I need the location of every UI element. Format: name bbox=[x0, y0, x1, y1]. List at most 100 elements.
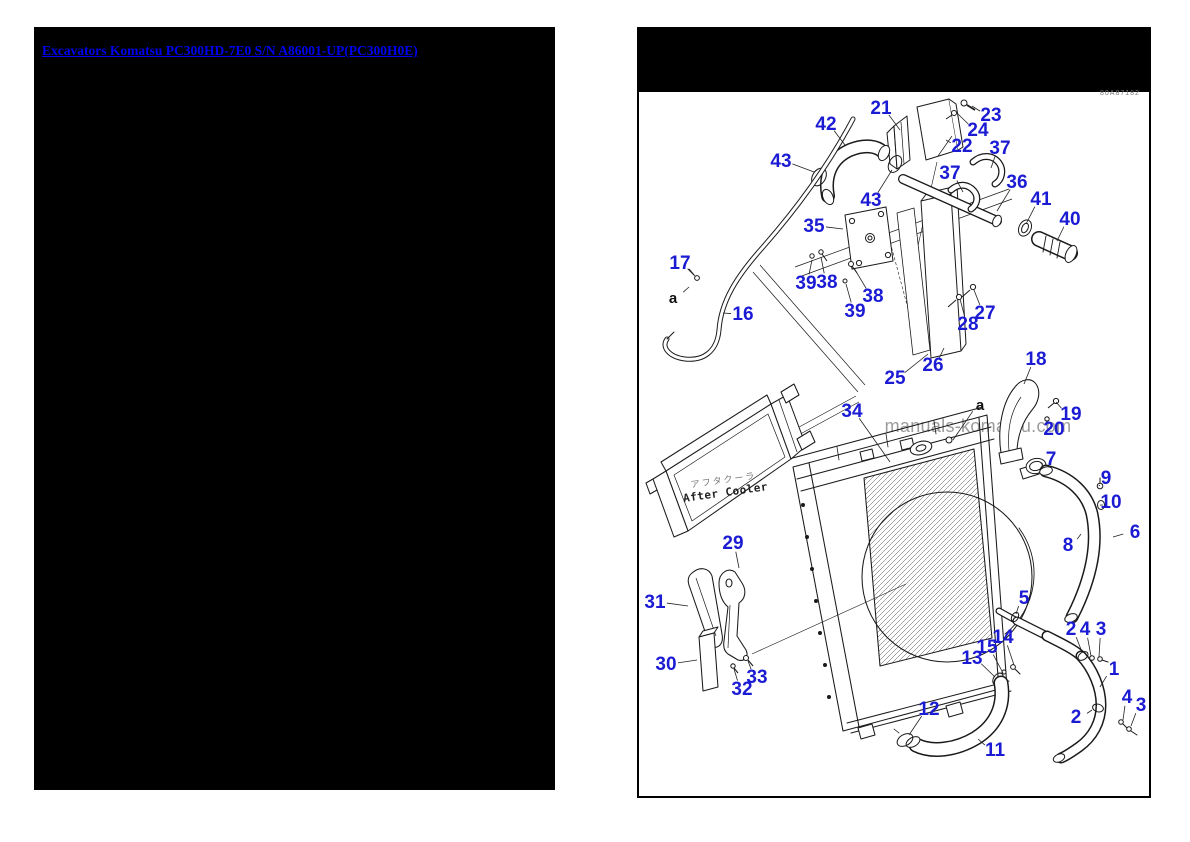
model-link[interactable]: Excavators Komatsu PC300HD-7E0 S/N A8600… bbox=[42, 43, 418, 58]
part-number-callout-leader bbox=[1098, 484, 1101, 487]
part-number-callout-leader bbox=[1056, 226, 1065, 242]
plate-drawing bbox=[809, 206, 894, 284]
part-number-callout-leader bbox=[996, 189, 1011, 212]
part-number-callout[interactable]: 42 bbox=[815, 114, 836, 135]
part-number-callout[interactable]: 22 bbox=[951, 136, 972, 157]
part-number-callout[interactable]: 39 bbox=[795, 273, 816, 294]
point-label: a bbox=[976, 397, 985, 414]
part-number-callout[interactable]: 36 bbox=[1006, 172, 1027, 193]
part-number-callout[interactable]: 5 bbox=[1019, 588, 1030, 609]
part-number-callout[interactable]: 29 bbox=[722, 533, 743, 554]
part-number-callout-leader bbox=[825, 226, 844, 230]
part-number-callout-leader bbox=[888, 114, 901, 131]
part-number-callout[interactable]: 26 bbox=[922, 355, 943, 376]
part-number-callout[interactable]: 31 bbox=[644, 592, 666, 613]
guard-drawing bbox=[998, 379, 1060, 465]
part-number-callout[interactable]: 19 bbox=[1060, 404, 1081, 425]
part-number-callout-leader bbox=[956, 180, 964, 193]
part-number-callout-leader bbox=[1055, 401, 1062, 409]
part-number-callout-leader bbox=[1098, 637, 1101, 658]
part-number-callout[interactable]: 39 bbox=[844, 301, 865, 322]
part-number-callout-leader bbox=[808, 259, 813, 275]
part-number-callout[interactable]: 8 bbox=[1063, 535, 1074, 556]
part-number-callout-leader bbox=[977, 738, 986, 746]
part-number-callout[interactable]: 43 bbox=[770, 151, 791, 172]
part-number-callout[interactable]: 9 bbox=[1101, 468, 1112, 489]
point-label-leader bbox=[952, 410, 974, 441]
part-number-callout[interactable]: 41 bbox=[1030, 189, 1052, 210]
part-number-callout[interactable]: 13 bbox=[961, 648, 982, 669]
part-number-callout-leader bbox=[990, 156, 996, 169]
part-number-callout-leader bbox=[877, 169, 893, 193]
part-number-callout[interactable]: 23 bbox=[980, 105, 1001, 126]
part-number-callout-leader bbox=[945, 139, 951, 144]
part-number-callout[interactable]: 37 bbox=[989, 138, 1010, 159]
part-number-callout[interactable]: 18 bbox=[1025, 349, 1046, 370]
part-number-callout-leader bbox=[853, 267, 867, 289]
part-number-callout[interactable]: 28 bbox=[957, 314, 978, 335]
left-black-panel: Excavators Komatsu PC300HD-7E0 S/N A8600… bbox=[34, 27, 555, 790]
part-number-callout-leader bbox=[1130, 712, 1137, 727]
part-number-callout[interactable]: 43 bbox=[860, 190, 881, 211]
part-number-callout-leader bbox=[980, 663, 996, 678]
part-number-callout[interactable]: 2 bbox=[1071, 707, 1082, 728]
right-hose-drawing bbox=[1025, 457, 1105, 624]
figure-code: 80A87182 bbox=[1100, 90, 1140, 97]
part-number-callout[interactable]: 7 bbox=[1046, 449, 1057, 470]
part-number-callout[interactable]: 20 bbox=[1043, 419, 1064, 440]
part-number-callout-leader bbox=[971, 105, 981, 112]
part-number-callout[interactable]: 17 bbox=[669, 253, 690, 274]
part-number-callout[interactable]: 1 bbox=[1109, 659, 1120, 680]
part-number-callout[interactable]: 15 bbox=[976, 637, 998, 658]
part-number-callout[interactable]: 27 bbox=[974, 303, 995, 324]
part-number-callout[interactable]: 24 bbox=[967, 120, 989, 141]
part-number-callout[interactable]: 3 bbox=[1136, 695, 1147, 716]
part-number-callout[interactable]: 4 bbox=[1122, 687, 1133, 708]
part-number-callout[interactable]: 11 bbox=[985, 740, 1006, 761]
part-number-callout[interactable]: 40 bbox=[1059, 209, 1080, 230]
part-number-callout-leader bbox=[973, 289, 981, 306]
part-number-callout-leader bbox=[858, 417, 891, 463]
tube-drawing bbox=[898, 153, 1078, 263]
part-number-callout[interactable]: 25 bbox=[884, 368, 906, 389]
reserve-tank-drawing bbox=[896, 185, 977, 359]
part-number-callout[interactable]: 30 bbox=[655, 654, 676, 675]
part-number-callout[interactable]: 38 bbox=[862, 286, 883, 307]
part-number-callout-leader bbox=[939, 347, 945, 358]
top-bracket-drawing bbox=[886, 98, 976, 170]
part-number-callout[interactable]: 34 bbox=[841, 401, 863, 422]
part-number-callout[interactable]: 16 bbox=[732, 304, 753, 325]
part-number-callout-leader bbox=[733, 668, 738, 681]
part-number-callout[interactable]: 2 bbox=[1066, 619, 1077, 640]
part-number-callout-leader bbox=[1023, 366, 1032, 385]
part-number-callout[interactable]: 38 bbox=[816, 272, 837, 293]
radiator-drawing bbox=[788, 406, 1040, 740]
part-number-callout[interactable]: 35 bbox=[803, 216, 825, 237]
point-label-leader bbox=[682, 286, 690, 293]
bracket-drawing bbox=[687, 568, 754, 692]
part-number-callout[interactable]: 14 bbox=[992, 627, 1014, 648]
part-number-callout-leader bbox=[833, 130, 846, 146]
part-number-callout-leader bbox=[957, 113, 969, 125]
part-number-callout[interactable]: 10 bbox=[1100, 492, 1121, 513]
part-number-callout[interactable]: 33 bbox=[746, 667, 767, 688]
part-number-callout-leader bbox=[666, 602, 689, 607]
part-number-callout-leader bbox=[1086, 709, 1093, 714]
part-number-callout[interactable]: 6 bbox=[1130, 522, 1141, 543]
part-number-callout[interactable]: 37 bbox=[939, 163, 960, 184]
part-number-callout-leader bbox=[1025, 206, 1036, 225]
part-number-callout-leader bbox=[735, 551, 740, 569]
part-number-callout[interactable]: 12 bbox=[918, 699, 939, 720]
lower-plumbing-drawing bbox=[893, 607, 1138, 764]
aftercooler-drawing: アフタクーラ After Cooler bbox=[645, 383, 816, 538]
part-number-callout-leader bbox=[1087, 637, 1092, 657]
part-number-callout[interactable]: 21 bbox=[870, 98, 892, 119]
part-number-callout-leader bbox=[1007, 645, 1015, 666]
part-number-callout-leader bbox=[722, 312, 732, 314]
part-number-callout[interactable]: 32 bbox=[731, 679, 752, 700]
part-number-callout[interactable]: 4 bbox=[1080, 619, 1091, 640]
part-number-callout[interactable]: 3 bbox=[1096, 619, 1107, 640]
upper-hose-drawing bbox=[811, 139, 903, 206]
